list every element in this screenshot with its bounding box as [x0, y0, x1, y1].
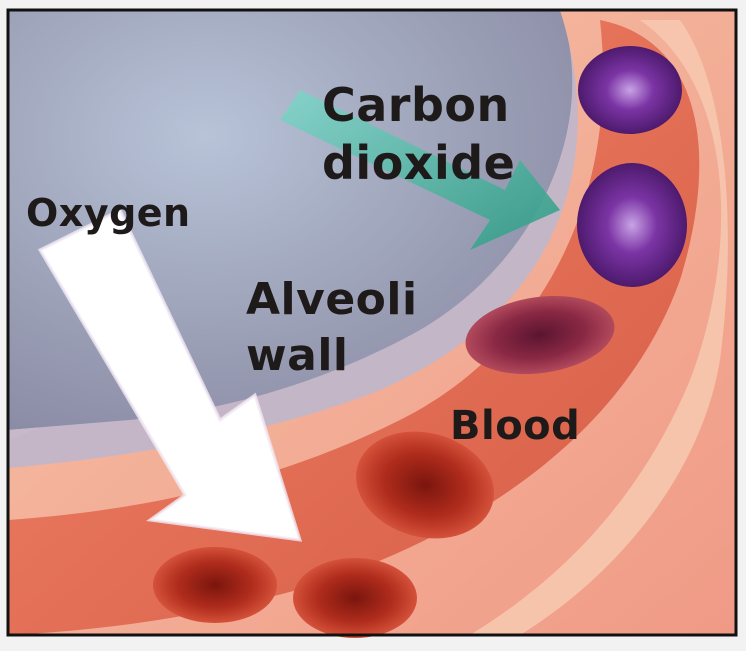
deoxygenated-cell [578, 46, 682, 134]
carbon-dioxide-label-line2: dioxide [322, 140, 515, 186]
blood-label: Blood [450, 406, 580, 446]
oxygen-label: Oxygen [26, 194, 191, 232]
carbon-dioxide-label-line1: Carbon [322, 82, 510, 128]
deoxygenated-cell [577, 163, 687, 287]
red-blood-cell [153, 547, 277, 623]
alveoli-wall-label-line1: Alveoli [246, 278, 418, 322]
alveoli-wall-label-line2: wall [246, 334, 349, 378]
red-blood-cell [293, 558, 417, 638]
